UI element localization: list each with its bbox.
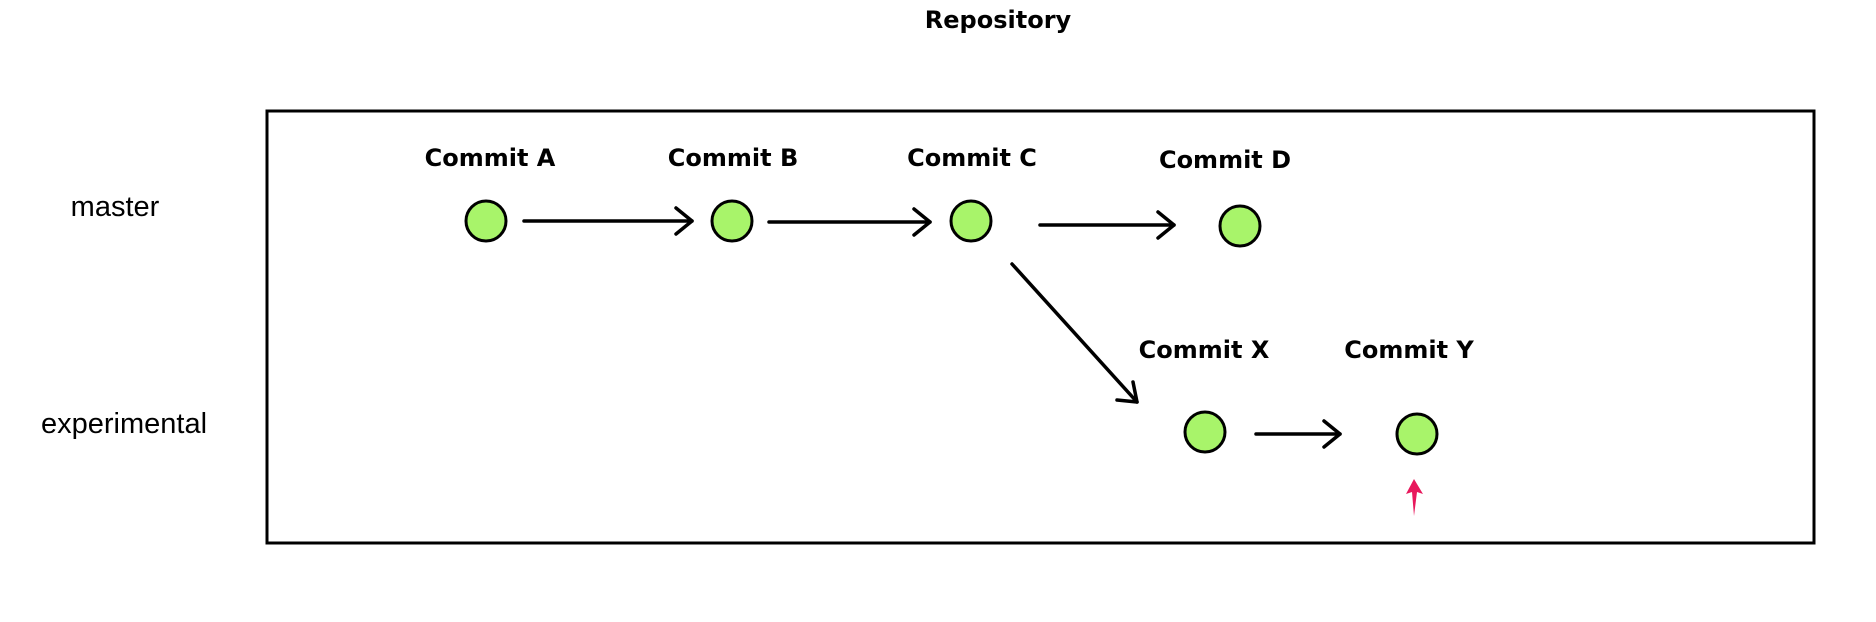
commit-label-b: Commit B — [668, 144, 798, 172]
commit-node-x[interactable] — [1183, 410, 1227, 454]
repository-frame — [265, 109, 1816, 545]
commit-label-c: Commit C — [907, 144, 1037, 172]
commit-node-d[interactable] — [1218, 204, 1262, 248]
commit-label-a: Commit A — [425, 144, 556, 172]
commit-label-y: Commit Y — [1344, 336, 1474, 364]
edge-b-c-arrowhead-icon — [912, 207, 932, 237]
edge-c-x-arrowhead-icon — [1115, 380, 1139, 404]
commit-label-x: Commit X — [1139, 336, 1270, 364]
commit-node-a[interactable] — [464, 199, 508, 243]
edge-a-b-arrowhead-icon — [674, 206, 694, 236]
branch-label-experimental: experimental — [41, 408, 207, 440]
commit-node-c[interactable] — [949, 199, 993, 243]
branch-label-master: master — [71, 191, 160, 223]
diagram-title: Repository — [925, 6, 1072, 34]
edge-x-y-arrowhead-icon — [1322, 419, 1342, 449]
commit-label-d: Commit D — [1159, 146, 1291, 174]
pointer-arrow-icon — [1406, 479, 1423, 516]
commit-edges — [522, 206, 1342, 449]
commit-node-b[interactable] — [710, 199, 754, 243]
commit-node-y[interactable] — [1395, 412, 1439, 456]
edge-c-d-arrowhead-icon — [1156, 210, 1176, 240]
edge-c-x — [1010, 262, 1139, 404]
commit-nodes — [464, 199, 1439, 456]
